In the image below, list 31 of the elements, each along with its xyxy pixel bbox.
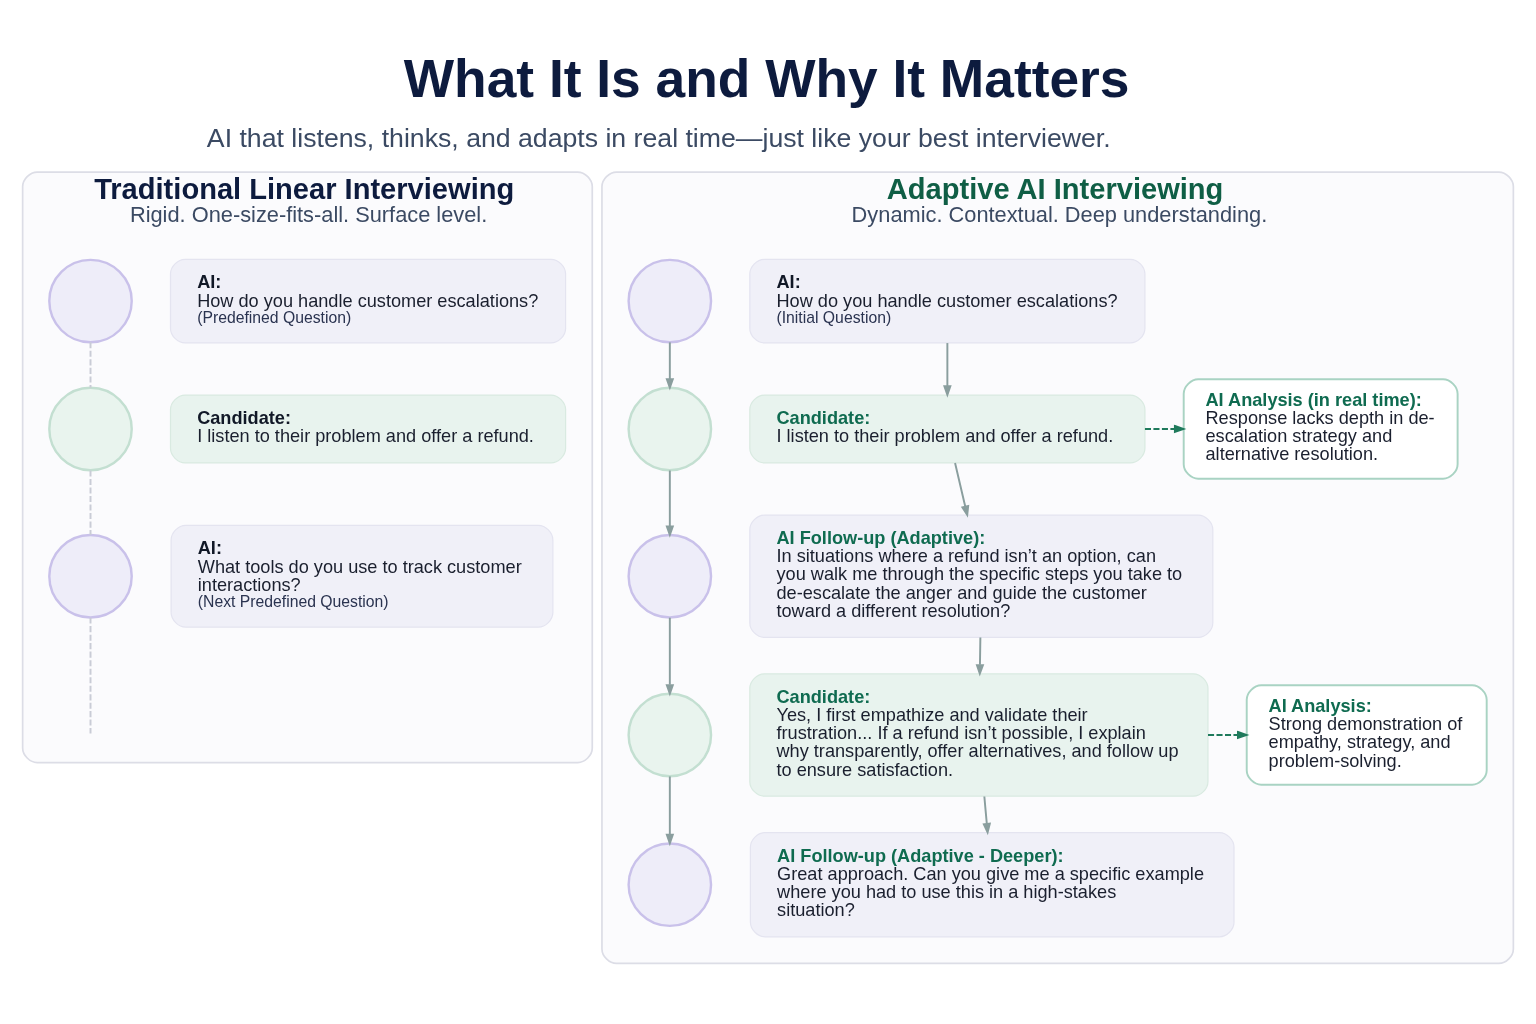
arrow	[665, 341, 675, 391]
arrow	[665, 616, 675, 697]
arrow	[1207, 730, 1250, 740]
arrow	[982, 795, 992, 836]
node-box: AI Follow-up (Adaptive - Deeper): Great approach. Can you give me a specific example where you had to use this in a high-stakes situation?	[749, 831, 1235, 938]
node-circle	[627, 533, 713, 619]
node-box: AI Follow-up (Adaptive): In situations where a refund isn’t an option, can you walk me through the specific steps you take to de-escalate the anger and guide the customer toward a different resolution?	[749, 514, 1214, 639]
node-circle	[627, 692, 713, 778]
node-circle	[627, 258, 713, 344]
node-circle	[48, 533, 133, 619]
node-circle	[627, 386, 713, 472]
arrow	[954, 462, 970, 518]
node-circle	[48, 386, 133, 472]
connector	[89, 616, 92, 735]
node-box: Candidate: I listen to their problem and offer a refund.	[749, 394, 1146, 464]
node-box: Candidate: I listen to their problem and offer a refund.	[169, 394, 567, 464]
node-circle	[627, 842, 713, 928]
node-box: AI Analysis: Strong demonstration of empathy, strategy, and problem-solving.	[1245, 684, 1488, 786]
arrow	[665, 469, 675, 538]
node-box: AI: How do you handle customer escalations? (Initial Question)	[749, 258, 1146, 344]
node-circle	[48, 258, 133, 344]
arrow	[665, 775, 675, 847]
label: AI that listens, thinks, and adapts in real time—just like your best interviewer.	[206, 123, 1111, 154]
arrow	[943, 342, 952, 398]
connector	[89, 469, 92, 536]
connector	[89, 341, 92, 389]
node-box: AI Analysis (in real time): Response lacks depth in de-escalation strategy and alternative resolution.	[1182, 378, 1459, 480]
arrow	[975, 636, 985, 677]
diagram-title: What It Is and Why It Matters	[403, 49, 1130, 109]
node-box: Candidate: Yes, I first empathize and validate their frustration... If a refund isn’t possible, I explain why transparently, offer alternatives, and follow up to ensure satisfaction.	[749, 673, 1209, 797]
arrow	[1143, 424, 1187, 434]
